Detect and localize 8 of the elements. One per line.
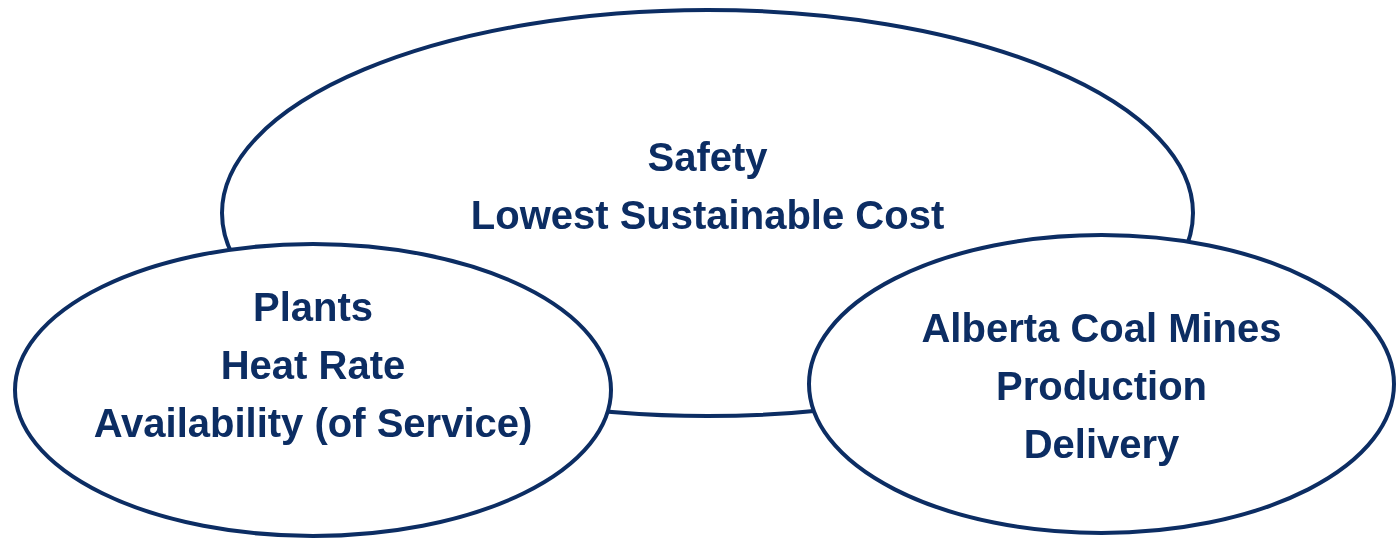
oval-heading: Safety bbox=[647, 134, 768, 181]
oval-heading: Alberta Coal Mines bbox=[921, 305, 1282, 352]
oval-text: Lowest Sustainable Cost bbox=[470, 192, 945, 239]
oval-text: Delivery bbox=[1023, 421, 1180, 468]
oval-text: Production bbox=[995, 363, 1208, 410]
oval-text: Heat Rate bbox=[220, 342, 406, 389]
oval-heading: Plants bbox=[252, 284, 373, 331]
oval-text: Availability (of Service) bbox=[93, 400, 533, 447]
